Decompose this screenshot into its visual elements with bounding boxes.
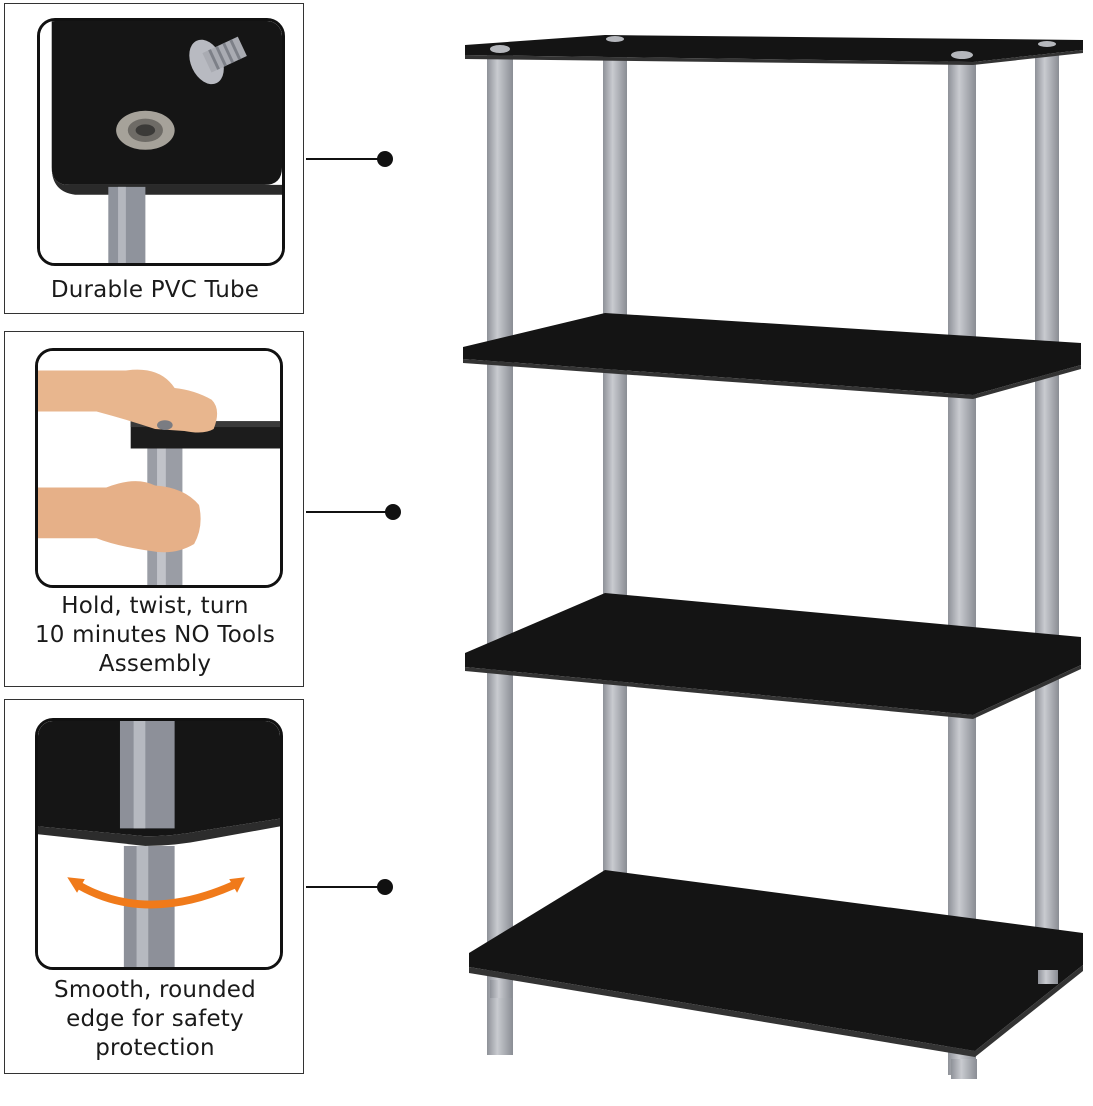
feature-panel-assembly: Hold, twist, turn 10 minutes NO Tools As… bbox=[4, 331, 304, 687]
bullet-dot-icon bbox=[377, 151, 393, 167]
threaded-insert-icon bbox=[116, 110, 175, 150]
connector-line-2 bbox=[306, 511, 392, 513]
curved-arrow-icon bbox=[67, 877, 245, 909]
connector-line-1 bbox=[306, 158, 384, 160]
shelf-product-image bbox=[463, 35, 1083, 1079]
hands-icon bbox=[38, 351, 280, 585]
feature-caption-pvc-tube: Durable PVC Tube bbox=[50, 277, 260, 303]
feature-caption-rounded-edge: Smooth, rounded edge for safety protecti… bbox=[54, 977, 256, 1061]
feature-panel-rounded-edge: Smooth, rounded edge for safety protecti… bbox=[4, 699, 304, 1074]
rounded-edge-closeup-image bbox=[35, 718, 283, 970]
connector-line-3 bbox=[306, 886, 384, 888]
pvc-tube-closeup-image bbox=[37, 18, 285, 266]
screw-icon bbox=[189, 36, 247, 85]
feature-caption-assembly: Hold, twist, turn 10 minutes NO Tools As… bbox=[34, 593, 276, 677]
assembly-hands-image bbox=[35, 348, 283, 588]
feature-panel-pvc-tube: Durable PVC Tube bbox=[4, 3, 304, 314]
bullet-dot-icon bbox=[377, 879, 393, 895]
bullet-dot-icon bbox=[385, 504, 401, 520]
